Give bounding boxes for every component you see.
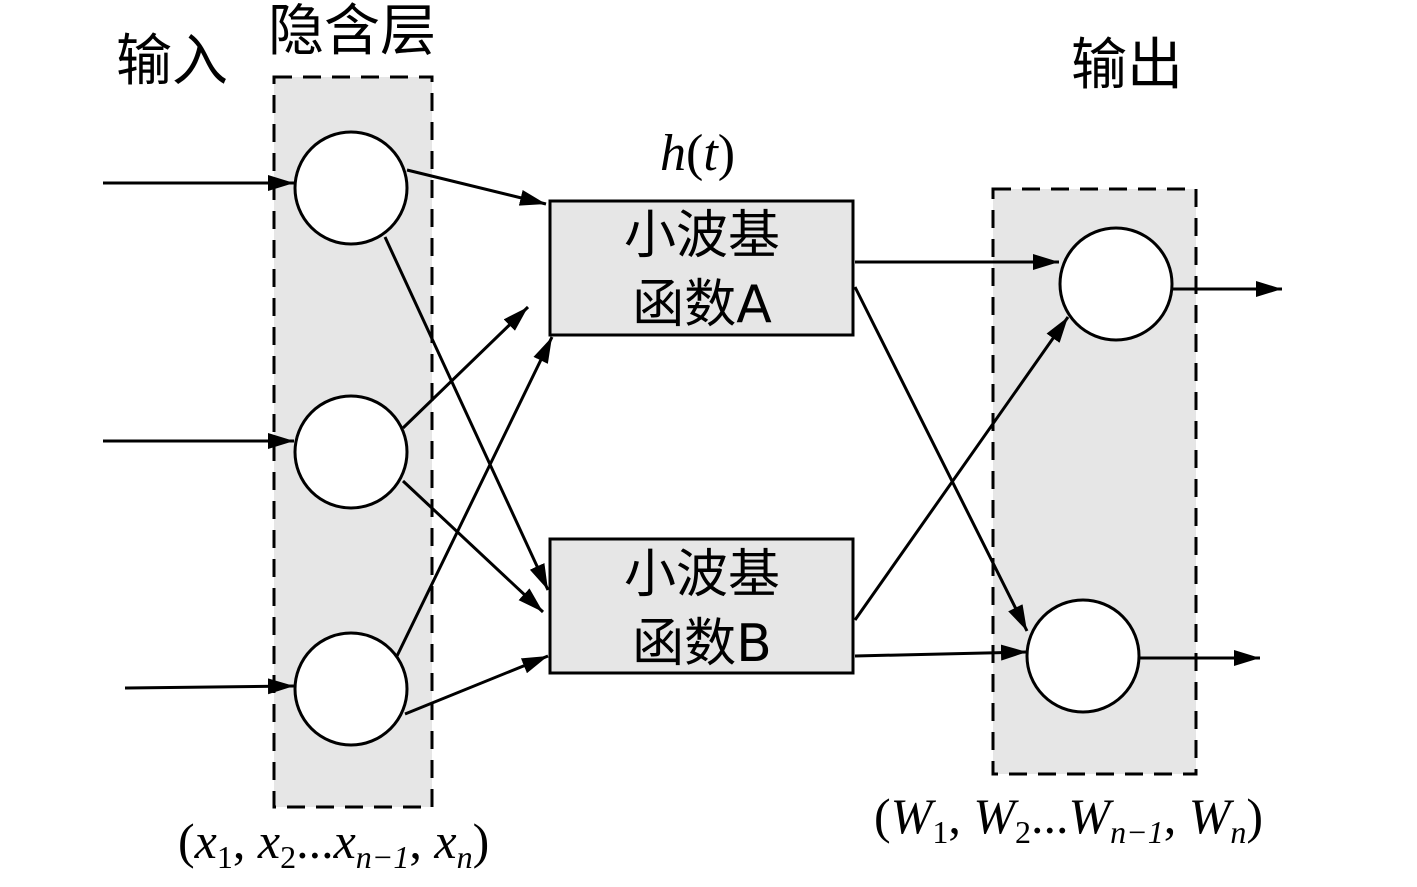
output-weight-formula: (W1, W2...Wn−1, Wn): [874, 788, 1263, 850]
output-label: 输出: [1071, 33, 1183, 98]
wavelet-box-b: [548, 537, 855, 675]
connection-b-o2: [854, 644, 1028, 661]
connection-b-o1: [853, 316, 1070, 621]
hidden-node-1: [293, 130, 409, 246]
connection-h1-b: [383, 236, 550, 591]
connection-h2-a: [401, 305, 530, 430]
output-node-2: [1025, 598, 1141, 714]
hidden-layer-label: 隐含层: [268, 0, 436, 64]
connection-h3-a: [395, 336, 554, 657]
hidden-node-2: [293, 394, 409, 510]
wavelet-box-a: [548, 199, 855, 337]
input-arrow-3: [124, 678, 295, 695]
hidden-node-3: [293, 631, 409, 747]
connection-h2-b: [401, 479, 545, 614]
wavelet-box-a-line1: 小波基: [624, 206, 780, 266]
function-label: h(t): [660, 125, 735, 182]
input-label: 输入: [116, 29, 228, 94]
wavelet-box-b-line2: 函数B: [632, 614, 772, 674]
connection-a-o2: [853, 286, 1029, 632]
connection-h3-b: [404, 654, 549, 716]
wavelet-box-a-line2: 函数A: [632, 275, 772, 335]
wavelet-box-b-line1: 小波基: [624, 545, 780, 605]
connection-h1-a: [406, 168, 547, 206]
input-vector-formula: (x1, x2...xn−1, xn): [178, 813, 489, 875]
output-node-1: [1058, 226, 1174, 342]
